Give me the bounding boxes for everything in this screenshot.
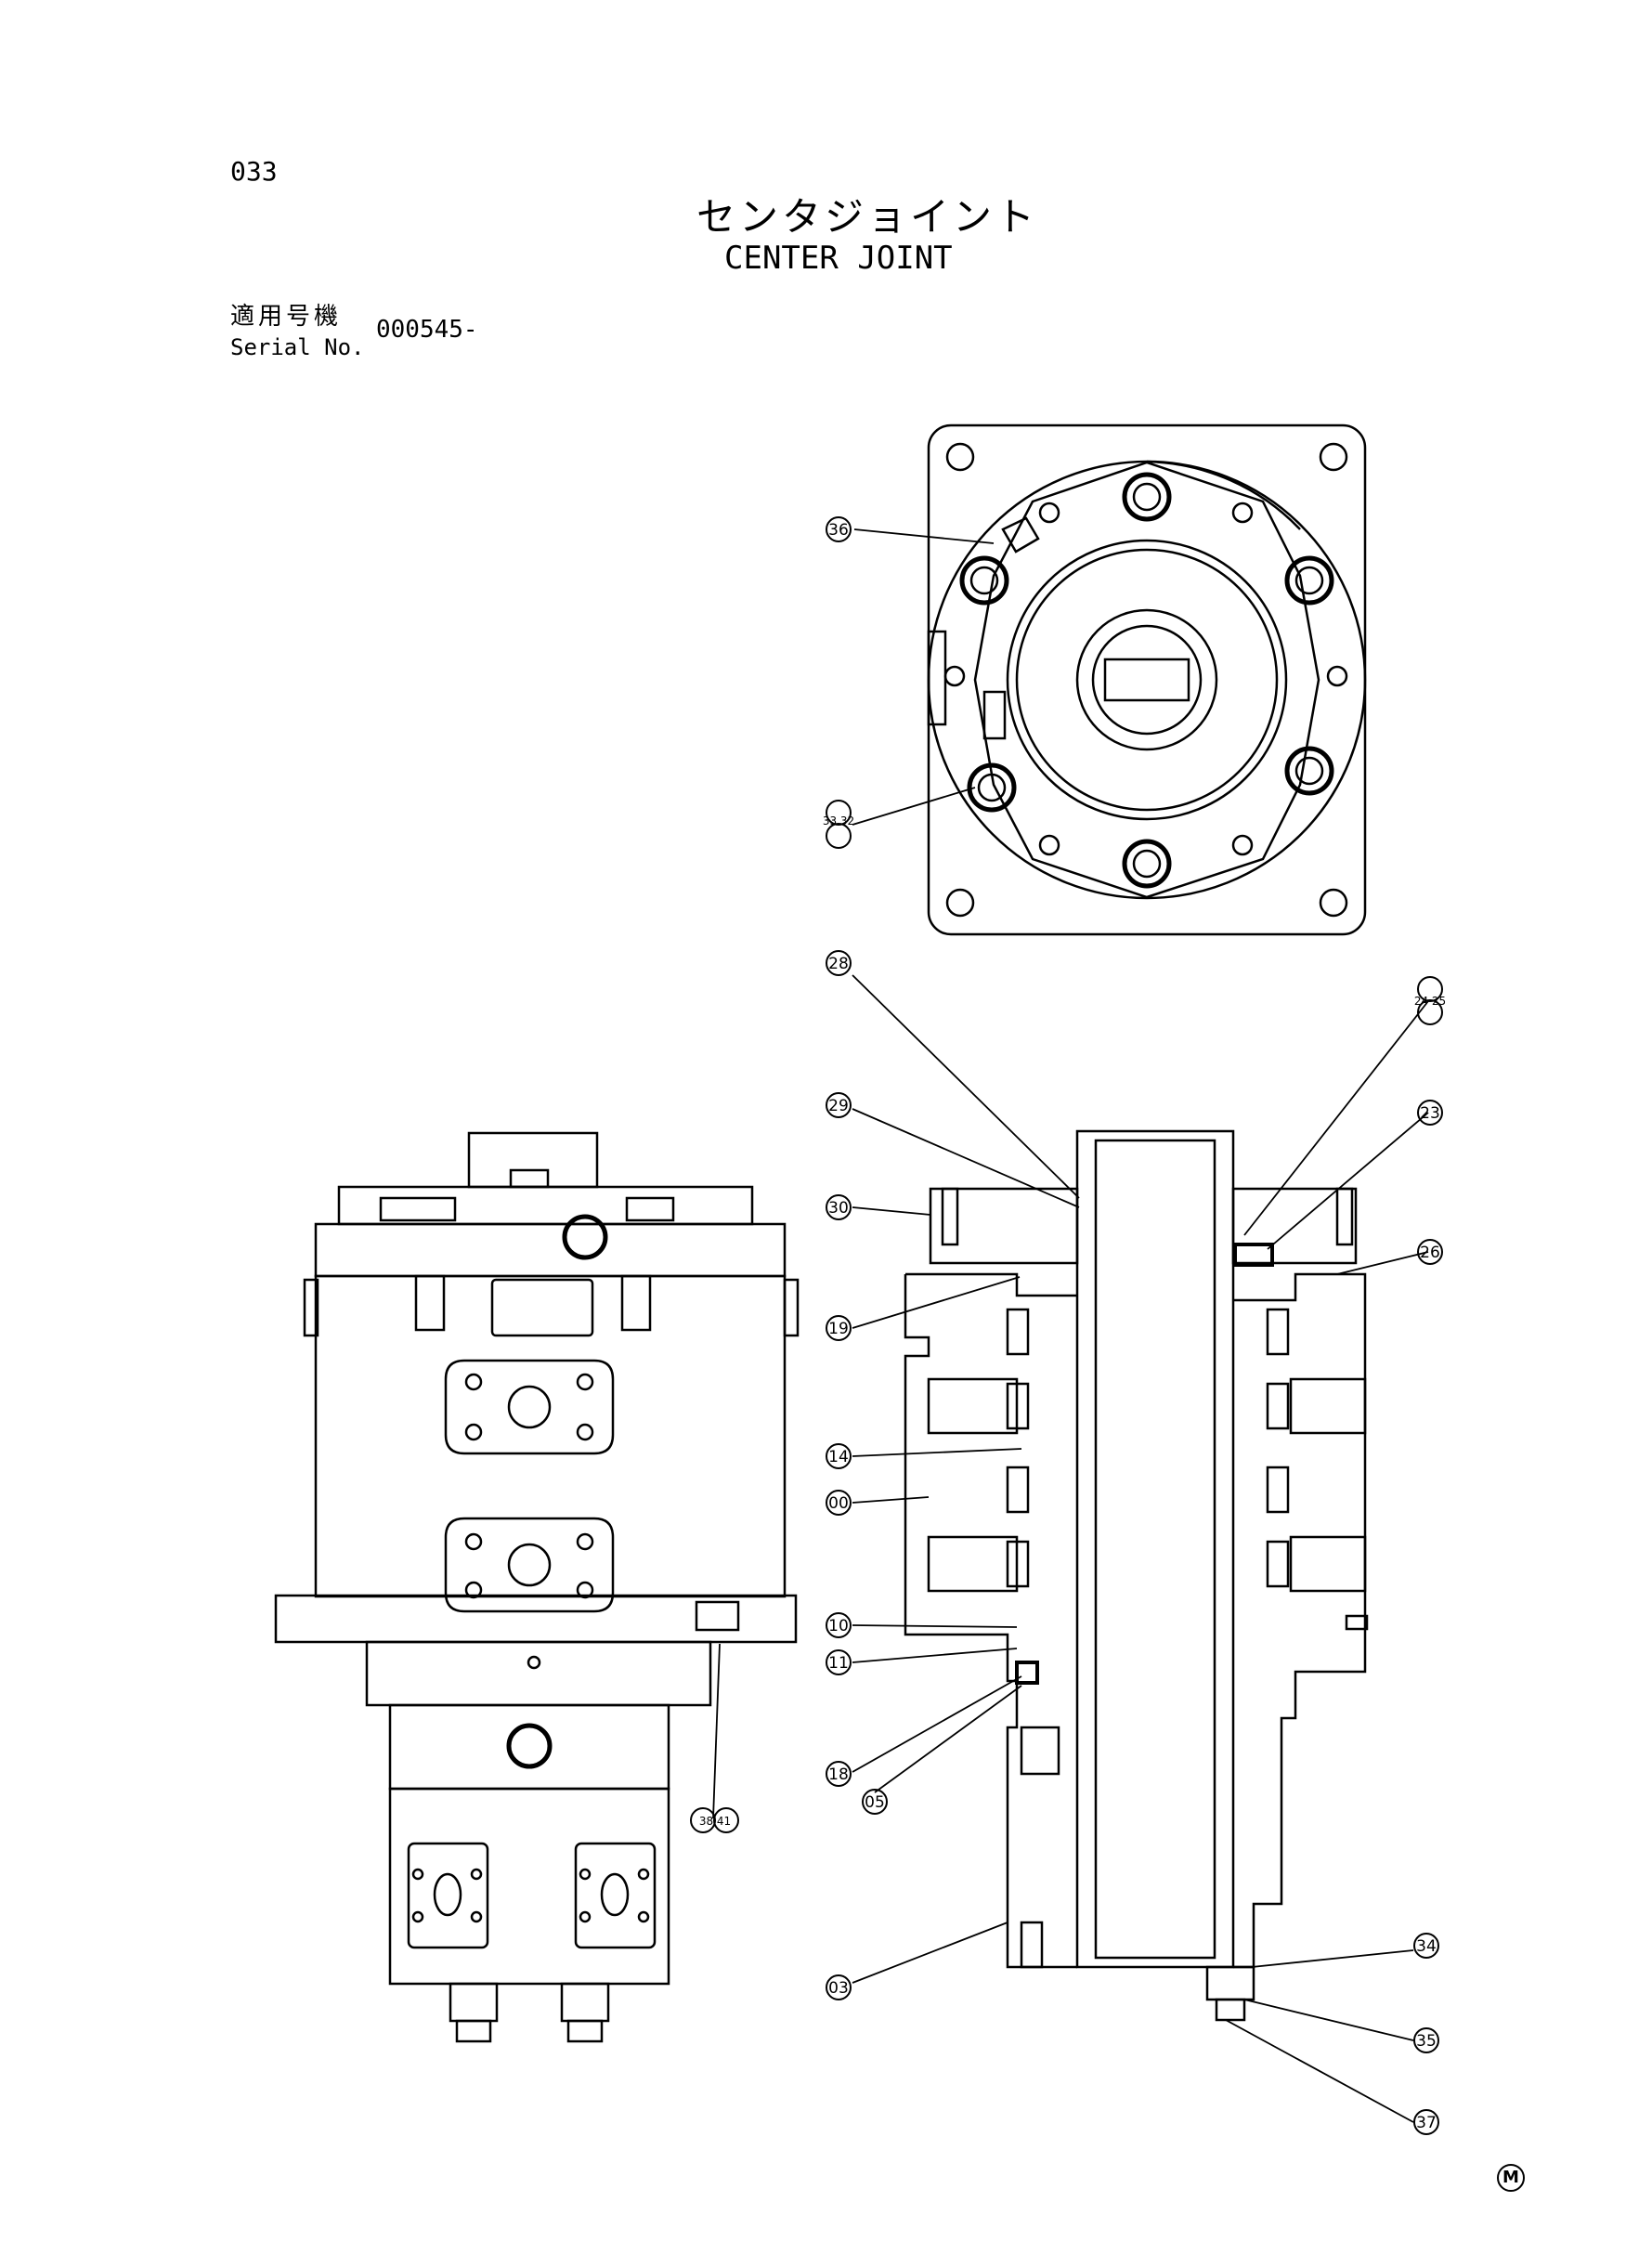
svg-text:14: 14: [828, 1448, 849, 1466]
svg-text:29: 29: [828, 1097, 849, 1115]
section-view: [904, 1129, 1369, 2022]
svg-text:24 25: 24 25: [1414, 995, 1446, 1008]
callout-33-32: 33 32: [823, 800, 854, 849]
callout-14: 14: [826, 1443, 852, 1469]
svg-text:35: 35: [1416, 2032, 1437, 2051]
callout-28: 28: [826, 950, 852, 976]
callout-24-25: 24 25: [1414, 976, 1446, 1025]
callout-34: 34: [1413, 1933, 1439, 1959]
svg-text:38 41: 38 41: [699, 1815, 731, 1828]
callout-38-41: 38 41: [690, 1807, 739, 1833]
serial-label-english: Serial No.: [230, 334, 365, 360]
callout-37: 37: [1413, 2109, 1439, 2135]
serial-number-value: 000545-: [376, 316, 478, 344]
title-english: CENTER JOINT: [724, 240, 953, 277]
callout-18: 18: [826, 1761, 852, 1787]
page-number: 033: [230, 156, 278, 187]
callout-26: 26: [1417, 1239, 1443, 1265]
title-japanese: センタジョイント: [696, 194, 1039, 240]
corner-mark: M: [1497, 2164, 1525, 2192]
svg-text:30: 30: [828, 1199, 849, 1218]
svg-text:00: 00: [828, 1494, 849, 1513]
svg-text:05: 05: [865, 1793, 885, 1812]
svg-text:28: 28: [828, 955, 849, 973]
callout-23: 23: [1417, 1100, 1443, 1126]
svg-text:10: 10: [828, 1617, 849, 1635]
callout-markers: 36 33 32 28 29 30 19 14 00 10 11 18 05 0…: [690, 516, 1446, 2135]
callout-00: 00: [826, 1490, 852, 1516]
svg-text:33 32: 33 32: [823, 814, 854, 827]
svg-text:34: 34: [1416, 1937, 1437, 1956]
leader-lines: [712, 528, 1429, 2123]
serial-label-japanese: 適用号機: [230, 303, 343, 331]
exterior-view: [274, 1131, 800, 2043]
callout-30: 30: [826, 1194, 852, 1220]
callout-35: 35: [1413, 2027, 1439, 2053]
callout-10: 10: [826, 1612, 852, 1638]
svg-text:23: 23: [1420, 1104, 1440, 1123]
top-view: [927, 423, 1367, 936]
svg-text:37: 37: [1416, 2114, 1437, 2132]
callout-05: 05: [862, 1789, 888, 1815]
svg-text:26: 26: [1420, 1244, 1440, 1262]
callout-19: 19: [826, 1315, 852, 1341]
svg-text:18: 18: [828, 1765, 849, 1784]
callout-11: 11: [826, 1649, 852, 1675]
callout-36: 36: [826, 516, 852, 542]
svg-text:36: 36: [828, 521, 849, 540]
svg-text:19: 19: [828, 1320, 849, 1338]
callout-29: 29: [826, 1092, 852, 1118]
svg-text:11: 11: [828, 1654, 849, 1673]
callout-03: 03: [826, 1974, 852, 2000]
svg-text:03: 03: [828, 1979, 849, 1998]
